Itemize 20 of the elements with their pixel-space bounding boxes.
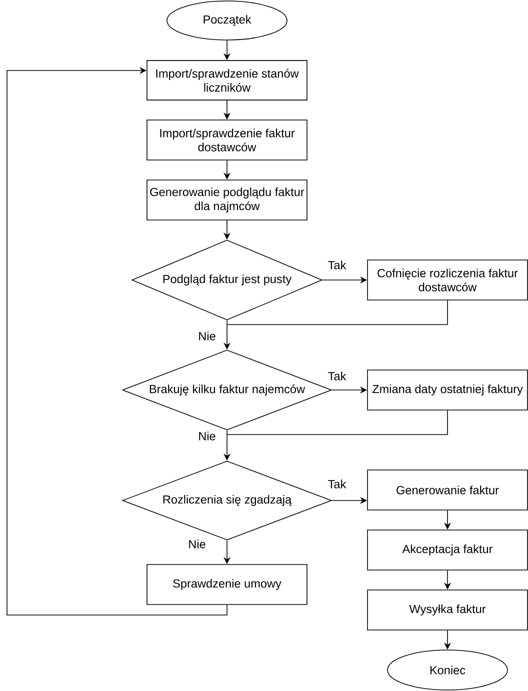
process-box: Akceptacja faktur xyxy=(367,530,528,570)
connector-line xyxy=(226,320,228,325)
edge-label: Tak xyxy=(326,260,348,270)
arrow xyxy=(6,66,228,616)
connector-line xyxy=(226,300,448,325)
process-box: Wysyłka faktur xyxy=(367,590,528,630)
connector-line xyxy=(226,410,448,435)
process-box: Import/sprawdzenie faktur dostawców xyxy=(146,120,308,160)
edge-label: Nie xyxy=(197,330,217,342)
edge-label: Nie xyxy=(197,430,217,442)
process-box: Cofnięcie rozliczenia faktur dostawców xyxy=(367,260,528,300)
edge-label: Nie xyxy=(187,538,207,550)
process-box: Zmiana daty ostatniej faktury xyxy=(367,370,528,410)
terminator-oval: Koniec xyxy=(387,650,508,690)
process-box: Generowanie faktur xyxy=(367,470,528,510)
terminator-oval: Początek xyxy=(166,0,288,40)
process-box: Sprawdzenie umowy xyxy=(146,564,308,605)
process-box: Import/sprawdzenie stanów liczników xyxy=(146,60,308,100)
connector-line xyxy=(226,430,228,435)
process-box: Generowanie podglądu faktur dla najmców xyxy=(146,180,308,220)
